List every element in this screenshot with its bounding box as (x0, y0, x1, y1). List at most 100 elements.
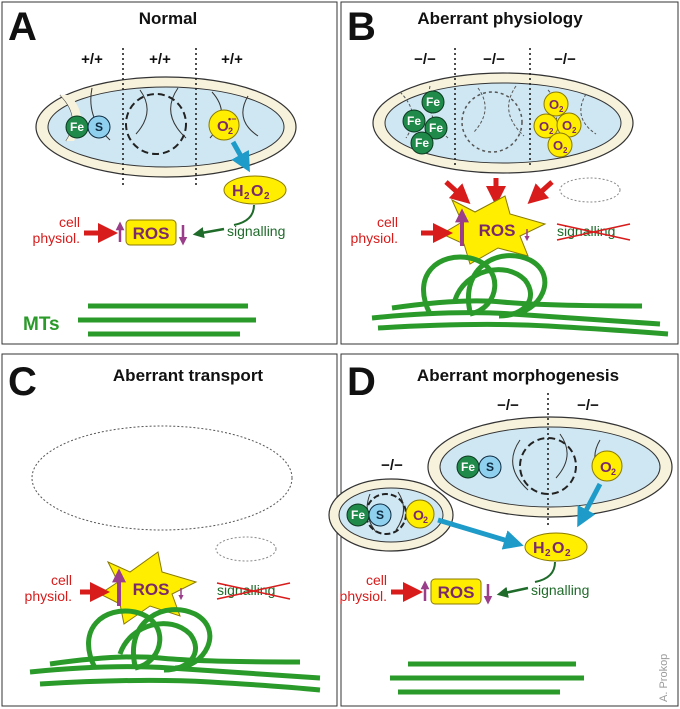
fe-label-d2: Fe (351, 508, 365, 522)
superoxide-b4-sub: 2 (563, 146, 568, 155)
panel-d: D Aberrant morphogenesis −/− −/− −/− Fe … (328, 353, 679, 707)
panel-a-ros: ROS (133, 224, 170, 243)
panel-a-microtubules (78, 303, 256, 337)
panel-d-genotype-3: −/− (381, 457, 403, 474)
superoxide-d1-sub: 2 (611, 467, 616, 477)
panel-d-signal-arrow (496, 586, 529, 598)
superoxide-sub: 2 (228, 126, 233, 136)
panel-d-small-superoxide: O 2 (405, 499, 435, 529)
panel-d-h2o2: H 2 O 2 (524, 532, 588, 562)
panel-c-empty-vesicle (215, 536, 277, 562)
panel-c-physiol-label: physiol. (25, 588, 72, 604)
panel-b-genotype-3: −/− (554, 51, 576, 68)
panel-a-cell-label: cell (59, 214, 80, 230)
panel-a-title: Normal (139, 9, 198, 28)
panel-c-ros: ROS (133, 580, 170, 599)
h2o2-o: O (251, 183, 263, 200)
panel-a-ros-box (125, 219, 177, 246)
panel-d-ros: ROS (438, 583, 475, 602)
superoxide-d2-sub: 2 (423, 515, 428, 525)
panel-a-signalling: signalling (227, 223, 285, 239)
h2o2-d-sub2: 2 (565, 548, 571, 559)
panel-b-letter: B (347, 5, 376, 49)
panel-a-blue-arrow (230, 140, 250, 173)
panel-a-green-curve (233, 204, 255, 226)
panel-d-signalling: signalling (531, 582, 589, 598)
panel-c-signalling-strike-2 (216, 582, 291, 600)
panel-a-genotype-1: +/+ (81, 51, 103, 68)
superoxide-d2: O (413, 507, 424, 523)
superoxide-b1-sub: 2 (559, 105, 564, 114)
fe-label-b4: Fe (415, 136, 429, 150)
panel-a-letter: A (8, 5, 37, 49)
panel-d-letter: D (347, 360, 376, 404)
h2o2-d-sub1: 2 (545, 548, 551, 559)
panel-b: B Aberrant physiology −/− −/− −/− Fe Fe … (340, 1, 679, 345)
panel-d-genotype-1: −/− (497, 397, 519, 414)
panel-a: A Normal +/+ +/+ +/+ Fe S O 2 •− (1, 1, 338, 345)
panel-a-h2o2: H 2 O 2 (223, 175, 287, 205)
superoxide-label: O (217, 118, 229, 135)
h2o2-d-h: H (533, 540, 545, 557)
panel-b-title: Aberrant physiology (417, 9, 583, 28)
mts-label: MTs (23, 314, 60, 335)
fe-label-b2: Fe (407, 114, 421, 128)
s-label: S (95, 120, 103, 134)
fe-label: Fe (70, 120, 84, 134)
fe-label-d1: Fe (461, 460, 475, 474)
fe-label-b1: Fe (426, 95, 440, 109)
panel-d-large-fe-s: Fe S (456, 455, 502, 479)
panel-c-empty-mitochondrion (31, 425, 293, 531)
panel-c-cell-label: cell (51, 572, 72, 588)
panel-a-mitochondrion (35, 76, 297, 178)
panel-d-ros-box (430, 578, 482, 605)
panel-b-empty-vesicle (559, 177, 621, 203)
h2o2-sub1: 2 (244, 191, 250, 202)
panel-b-ros: ROS (479, 221, 516, 240)
panel-d-blue-arrow-left (437, 517, 524, 550)
panel-a-superoxide: O 2 •− (208, 109, 240, 141)
panel-a-physiol-label: physiol. (33, 230, 80, 246)
panel-d-physiol-label: physiol. (340, 588, 387, 604)
panel-a-genotype-2: +/+ (149, 51, 171, 68)
panel-c: C Aberrant transport ROS cell physiol. s… (1, 353, 338, 707)
superoxide-sup: •− (228, 114, 236, 124)
panel-c-letter: C (8, 360, 37, 404)
superoxide-b3-sub: 2 (572, 126, 577, 135)
panel-b-red-arrow-right (527, 180, 554, 205)
panel-b-genotype-1: −/− (414, 51, 436, 68)
panel-b-superoxide-cluster: O 2 O 2 O 2 O 2 (533, 91, 582, 158)
panel-b-genotype-2: −/− (483, 51, 505, 68)
superoxide-b2-sub: 2 (549, 127, 554, 136)
panel-d-cell-label: cell (366, 572, 387, 588)
panel-d-small-fe-s: Fe S (346, 503, 392, 527)
panel-b-fe-cluster: Fe Fe Fe Fe (402, 90, 448, 155)
panel-d-large-mitochondrion (427, 416, 673, 518)
panel-a-fe-s-cluster: Fe S (65, 115, 111, 139)
panel-d-microtubules (390, 661, 584, 695)
superoxide-b2: O (539, 119, 549, 134)
author-credit: A. Prokop (658, 654, 670, 702)
panel-d-genotype-2: −/− (577, 397, 599, 414)
superoxide-b3: O (562, 118, 572, 133)
panel-c-title: Aberrant transport (113, 366, 264, 385)
panel-b-physiol-label: physiol. (351, 230, 398, 246)
panel-b-red-arrow-left (444, 180, 471, 205)
panel-d-blue-arrow-right (577, 482, 603, 528)
s-label-d1: S (486, 460, 494, 474)
superoxide-b1: O (549, 97, 559, 112)
superoxide-b4: O (553, 138, 563, 153)
panel-a-signal-arrow (192, 227, 225, 239)
panel-b-microtubule-tangle (371, 253, 669, 337)
panel-c-microtubule-tangle (29, 607, 321, 693)
panel-a-genotype-3: +/+ (221, 51, 243, 68)
h2o2-d-o: O (552, 540, 564, 557)
fe-label-b3: Fe (429, 121, 443, 135)
h2o2-sub2: 2 (264, 191, 270, 202)
panel-d-title: Aberrant morphogenesis (417, 366, 619, 385)
s-label-d2: S (376, 508, 384, 522)
panel-d-large-superoxide: O 2 (591, 450, 623, 482)
panel-b-cell-label: cell (377, 214, 398, 230)
panel-b-signalling-strike-2 (556, 223, 631, 241)
